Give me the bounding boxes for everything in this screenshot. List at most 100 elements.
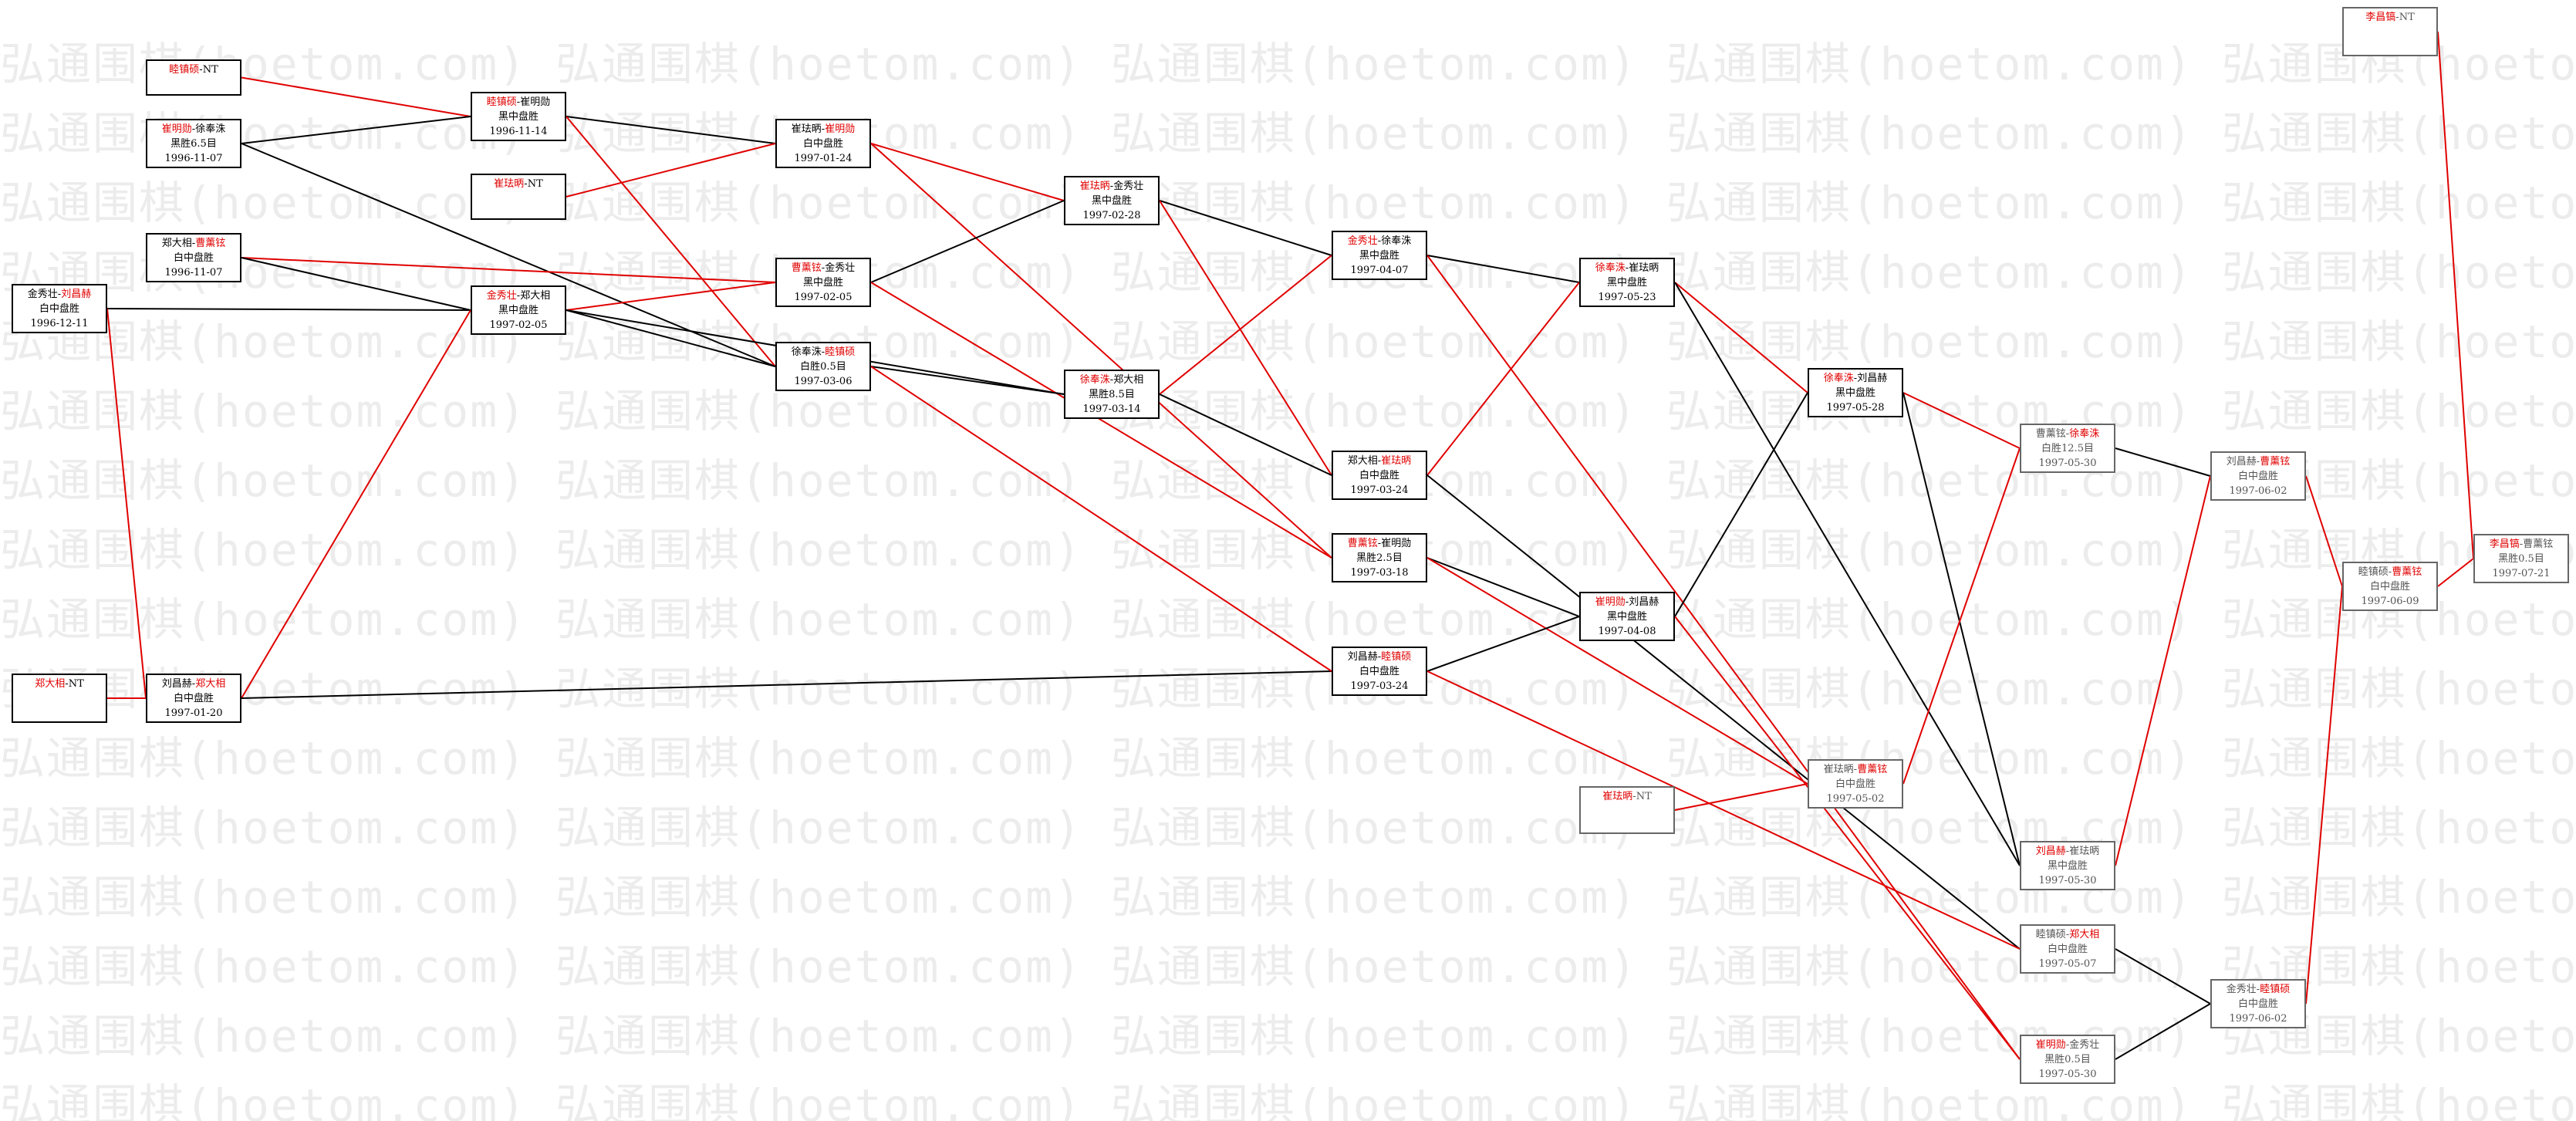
- player-a-name: 崔珐昞: [1823, 764, 1854, 775]
- loser-connector: [1159, 393, 1332, 476]
- player-a-name: 刘昌赫: [1347, 651, 1378, 663]
- player-separator: -: [1625, 596, 1629, 608]
- player-a-name: 郑大相: [161, 238, 192, 249]
- match-date: 1997-03-18: [1350, 567, 1409, 579]
- match-result: 白中盘胜: [173, 693, 214, 704]
- player-b-name: 金秀壮: [2069, 1039, 2100, 1051]
- player-separator: -: [2256, 984, 2260, 995]
- match-result: 黑中盘胜: [1835, 387, 1875, 399]
- match-players: 郑大相-曹薰铉: [147, 236, 240, 251]
- player-separator: -: [1377, 651, 1382, 663]
- player-b-name: 金秀壮: [825, 262, 856, 274]
- match-result: 黑中盘胜: [1091, 195, 1132, 207]
- match-box[interactable]: 郑大相-NT: [12, 674, 107, 723]
- match-box[interactable]: 崔明勋-金秀壮黑胜0.5目 1997-05-30: [2020, 1035, 2115, 1084]
- player-separator: -: [191, 238, 196, 249]
- watermark-text: 弘通围棋(hoetom.com) 弘通围棋(hoetom.com) 弘通围棋(h…: [0, 38, 2576, 90]
- loser-connector: [241, 143, 776, 367]
- match-players: 曹薰铉-金秀壮: [777, 261, 869, 275]
- winner-connector: [566, 282, 776, 311]
- player-a-name: 睦镇硕: [486, 96, 517, 108]
- winner-connector: [2305, 586, 2343, 1005]
- match-box[interactable]: 崔珐昞-NT: [471, 174, 566, 220]
- winner-connector: [1159, 255, 1332, 395]
- player-separator: -: [1632, 791, 1636, 802]
- loser-connector: [870, 200, 1065, 283]
- match-players: 曹薰铉-徐奉洙: [2021, 427, 2114, 441]
- match-date: 1997-03-24: [1350, 680, 1409, 692]
- match-result: 黑胜0.5目: [2044, 1054, 2091, 1065]
- loser-connector: [870, 366, 1065, 395]
- player-a-name: 金秀壮: [2226, 984, 2257, 995]
- loser-connector: [106, 308, 471, 311]
- match-result: 黑中盘胜: [802, 277, 843, 289]
- match-result: 黑中盘胜: [1606, 611, 1647, 623]
- player-b-name: 曹薰铉: [195, 238, 226, 249]
- player-separator: -: [191, 678, 196, 690]
- player-separator: -: [516, 96, 521, 108]
- winner-connector: [566, 116, 776, 367]
- loser-connector: [1426, 616, 1580, 672]
- loser-connector: [1426, 255, 1580, 283]
- winner-connector: [241, 76, 471, 117]
- match-date: 1997-05-30: [2038, 875, 2097, 886]
- match-date: 1997-06-02: [2229, 1013, 2287, 1025]
- match-players: 崔珐昞-NT: [472, 177, 565, 191]
- match-result: 白中盘胜: [173, 252, 214, 264]
- match-date: 1997-05-30: [2038, 1069, 2097, 1080]
- player-separator: -: [2256, 456, 2260, 468]
- loser-connector: [1426, 474, 2021, 950]
- match-players: 崔明勋-金秀壮: [2021, 1038, 2114, 1052]
- match-box[interactable]: 睦镇硕-NT: [146, 59, 241, 96]
- player-separator: -: [1853, 373, 1858, 384]
- player-separator: -: [2065, 1039, 2070, 1051]
- match-result: 白胜0.5目: [800, 361, 846, 373]
- match-box[interactable]: 李昌镐-NT: [2342, 7, 2438, 56]
- player-a-name: 曹薰铉: [2035, 428, 2066, 440]
- match-date: 1997-04-07: [1350, 265, 1409, 276]
- player-separator: -: [1853, 764, 1858, 775]
- match-date: 1997-05-07: [2038, 958, 2097, 970]
- winner-connector: [1159, 200, 1332, 476]
- player-b-name: 郑大相: [1113, 374, 1144, 386]
- player-a-name: 睦镇硕: [2358, 566, 2389, 578]
- player-a-name: 金秀壮: [486, 290, 517, 302]
- match-players: 郑大相-NT: [13, 677, 106, 691]
- match-box[interactable]: 崔珐昞-NT: [1579, 786, 1675, 834]
- player-separator: -: [1625, 262, 1629, 274]
- match-result: 白中盘胜: [802, 138, 843, 150]
- match-players: 崔珐昞-曹薰铉: [1809, 762, 1902, 777]
- match-date: 1996-11-14: [489, 126, 548, 137]
- player-separator: -: [2388, 566, 2392, 578]
- watermark-text: 弘通围棋(hoetom.com) 弘通围棋(hoetom.com) 弘通围棋(h…: [0, 107, 2576, 160]
- player-a-name: 睦镇硕: [169, 64, 200, 76]
